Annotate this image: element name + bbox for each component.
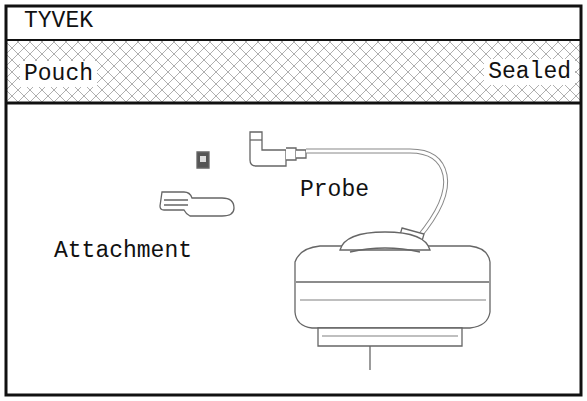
part-label: Probe (298, 177, 371, 203)
pouch-heading: TYVEK Pouch (20, 0, 106, 101)
part-label: Attachment (52, 238, 194, 264)
seal-band-node: TYVEK PouchSealed (6, 40, 581, 103)
seal-text: Sealed (484, 59, 575, 85)
pouch-frame (6, 6, 581, 395)
probe-drawing (160, 132, 490, 370)
pouch-heading-text: TYVEK Pouch (20, 8, 97, 87)
seal-label: Sealed (484, 57, 575, 87)
